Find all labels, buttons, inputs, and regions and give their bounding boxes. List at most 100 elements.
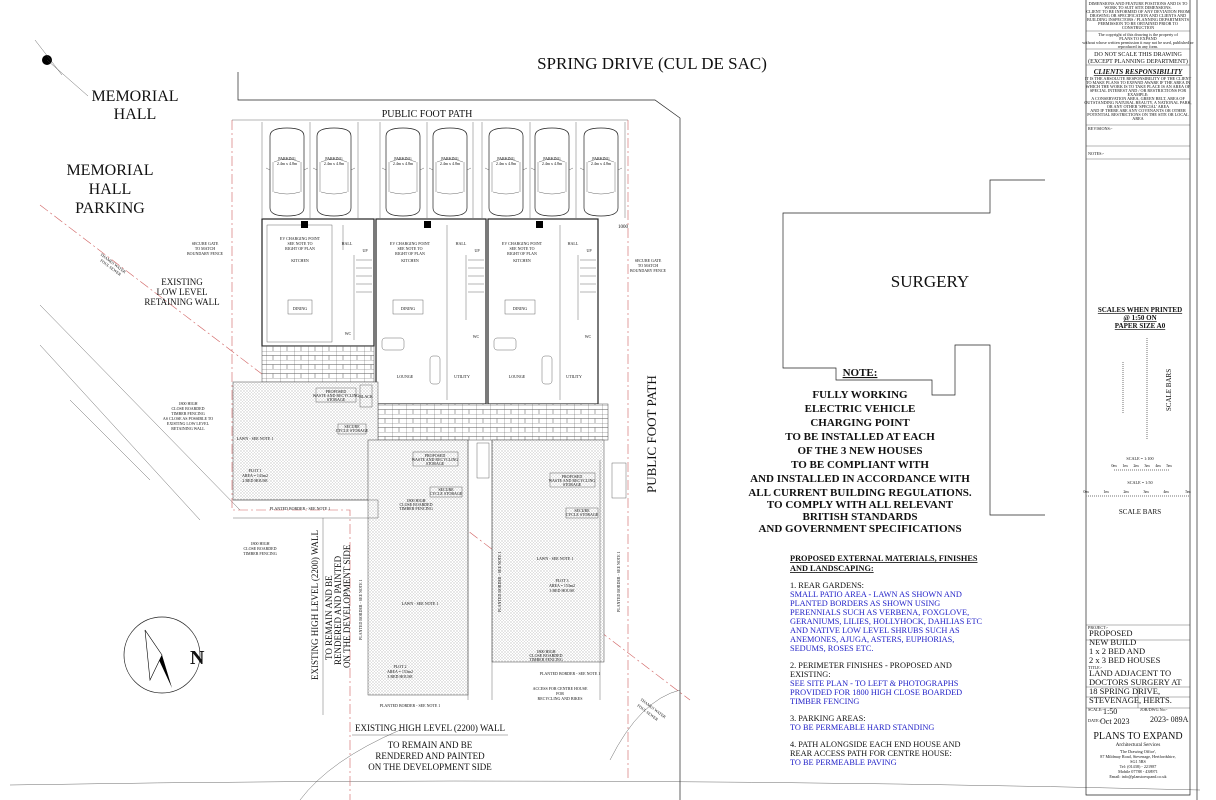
drawing-label: WASTE AND RECYCLING [549, 478, 596, 483]
planted-border-label: PLANTED BORDER - SEE NOTE 1 [380, 703, 441, 708]
drawing-label: HALL [568, 241, 579, 246]
street-name: SPRING DRIVE (CUL DE SAC) [537, 54, 767, 73]
parking-label-3: PARKING [75, 200, 145, 217]
drawing-label: TIMBER FENCING [399, 506, 433, 511]
drawing-label: SMALL PATIO AREA - LAWN AS SHOWN AND [790, 590, 962, 599]
drawing-label: CONSTRUCTION [1122, 25, 1154, 30]
dining-table-icon [504, 299, 536, 315]
high-wall-vertical-2: TO REMAIN AND BE [324, 575, 334, 660]
drawing-label: SECURE [344, 424, 360, 429]
drawing-label: 1:50 [1103, 707, 1117, 716]
drawing-label: UTILITY [454, 374, 470, 379]
drawing-label: JOB/DWG No:- [1140, 707, 1168, 712]
drawing-label: PROPOSED [1089, 628, 1132, 638]
plot-3-type: 3 BED HOUSE [549, 588, 575, 593]
drawing-label: HALL [456, 241, 467, 246]
parking-bays [261, 122, 626, 218]
drawing-label: Architectural Services [1116, 743, 1161, 748]
drawing-label: 'The Drawing Office', [1120, 749, 1156, 755]
drawing-label: REVISIONS:- [1088, 126, 1113, 131]
drawing-label: 2.4m x 4.8m [591, 161, 612, 166]
drawing-label: 5m [1185, 489, 1191, 494]
drawing-label: PROJECT:- [1088, 625, 1109, 630]
garden-plot-3 [491, 439, 605, 663]
drawing-label: REAR ACCESS PATH FOR CENTRE HOUSE: [790, 749, 952, 758]
drawing-label: CLOSE BOARDED [171, 406, 204, 411]
road-outline [9, 72, 1201, 800]
drawing-label: LAND ADJACENT TO [1089, 668, 1171, 678]
drawing-label: CLOSE BOARDED [529, 653, 562, 658]
drawing-label: SEE NOTE TO [510, 246, 535, 251]
drawing-label: 2.4m x 4.8m [324, 161, 345, 166]
drawing-label: 1800 HIGH [537, 649, 556, 654]
drawing-label: KITCHEN [291, 258, 309, 263]
fencing-label-3: 1800 HIGH CLOSE BOARDED TIMBER FENCING [243, 541, 277, 556]
drawing-label: ELECTRIC VEHICLE [805, 403, 916, 415]
surgery-outline [782, 179, 1045, 516]
drawing-label: LOUNGE [509, 374, 526, 379]
drawing-label: EXAMPLE: [1128, 92, 1149, 97]
planted-border-label: PLANTED BORDER - SEE NOTE 1 [616, 551, 621, 612]
drawing-label: 1m [1122, 463, 1128, 468]
drawing-label: EXISTING: [790, 670, 831, 679]
drawing-label: RETAINING WALL [144, 297, 219, 307]
drawing-label: PERMISSION TO BE OBTAINED PRIOR TO [1098, 21, 1178, 26]
secure-gate-left: SECURE GATE TO MATCH BOUNDARY FENCE [187, 241, 224, 256]
cycle-storage-3: SECURE CYCLE STORAGE [566, 507, 599, 519]
drawing-label: 4m [1163, 489, 1169, 494]
drawing-label: RECYCLING AND BIKES [538, 696, 583, 701]
north-arrow-icon: N [123, 616, 205, 694]
drawing-label: AND GOVERNMENT SPECIFICATIONS [758, 523, 961, 535]
waste-storage-3: PROPOSED WASTE AND RECYCLING STORAGE [549, 462, 627, 499]
drawing-label: 1 x 2 BED AND [1089, 646, 1145, 656]
public-foot-path-top: PUBLIC FOOT PATH [382, 109, 473, 120]
drawing-label: EV CHARGING POINT [502, 241, 543, 246]
plot-3-area: AREA = 153m2 [549, 583, 575, 588]
drawing-label: RIGHT OF PLAN [395, 251, 425, 256]
drawing-label: AS CLOSE AS POSSIBLE TO [163, 416, 213, 421]
patio-2-3 [375, 403, 609, 441]
drawing-label: DO NOT SCALE THIS DRAWING [1094, 52, 1182, 58]
drawing-label: IT IS THE ABSOLUTE RESPONSIBILITY OF THE… [1085, 76, 1192, 81]
drawing-label: LOW LEVEL [156, 287, 207, 297]
drawing-label: 2.4m x 4.8m [277, 161, 298, 166]
drawing-label: BOUNDARY FENCE [187, 251, 224, 256]
drawing-label: Tel: (01438) - 221987 [1120, 764, 1157, 769]
drawing-label: Email: info@planstoexpand.co.uk [1109, 774, 1167, 779]
surgery-label: SURGERY [891, 272, 969, 291]
high-wall-vertical-4: ON THE DEVELOPMENT SIDE [342, 544, 352, 668]
drawing-label: AREA [1132, 116, 1143, 121]
drawing-label: PARKING [325, 156, 343, 161]
drawing-label: PARKING [543, 156, 561, 161]
drawing-label: (EXCEPT PLANNING DEPARTMENT) [1088, 58, 1188, 65]
secure-gate-right: SECURE GATE TO MATCH BOUNDARY FENCE [630, 258, 667, 273]
drawing-label: CYCLE STORAGE [430, 491, 463, 496]
planted-border-label: PLANTED BORDER - SEE NOTE 1 [358, 579, 363, 640]
materials-notes: PROPOSED EXTERNAL MATERIALS, FINISHES AN… [790, 554, 983, 767]
drawing-label: STORAGE [563, 482, 582, 487]
drawing-label: WASTE AND RECYCLING [412, 457, 459, 462]
drawing-label: DATE:- [1088, 718, 1102, 723]
drawing-label: STORAGE [327, 397, 346, 402]
planted-border-label: PLANTED BORDER - SEE NOTE 1 [270, 506, 331, 511]
drawing-label: PLANS TO EXPAND [1093, 731, 1182, 742]
drawing-label: AND LANDSCAPING: [790, 564, 874, 573]
drawing-label: STORAGE [426, 461, 445, 466]
drawing-label: PARKING [592, 156, 610, 161]
drawing-label: RIGHT OF PLAN [285, 246, 315, 251]
drawing-label: PROPOSED [326, 389, 347, 394]
drawing-label: UTILITY [566, 374, 582, 379]
drawing-label: BUILDING INSPECTORS / PLANNING DEPARTMEN… [1087, 17, 1190, 22]
drawing-label: SECURE [438, 487, 454, 492]
drawing-label: PLANTED BORDERS AS SHOWN USING [790, 599, 940, 608]
drawing-label: 18 SPRING DRIVE, [1089, 686, 1160, 696]
waste-storage-2: PROPOSED WASTE AND RECYCLING STORAGE [412, 442, 490, 479]
plot-3-label: PLOT 3 [556, 578, 569, 583]
parking-label-2: HALL [89, 181, 132, 198]
drawing-label: WC [585, 334, 592, 339]
drawing-label: SCALE BARS [1119, 508, 1161, 516]
drawing-label: DINING [293, 306, 307, 311]
